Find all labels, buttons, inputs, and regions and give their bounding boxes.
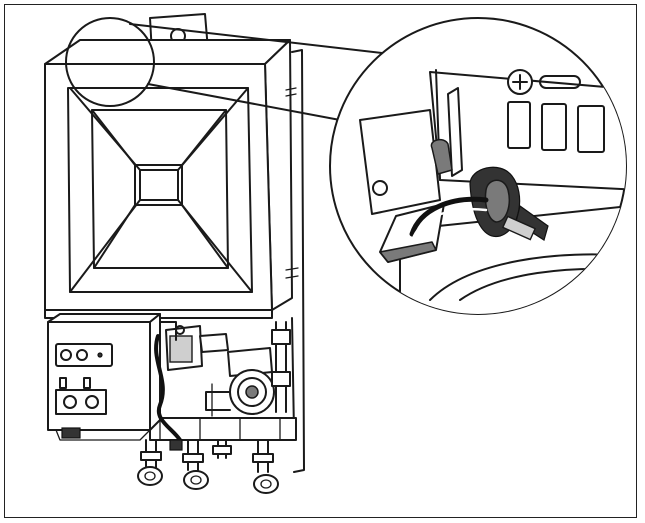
pump-icon: [205, 347, 275, 417]
pipe-connections-icon: [61, 427, 279, 494]
detail-callout-circle-icon: [329, 17, 627, 315]
sensor-cable-icon: [154, 334, 182, 442]
pipe-right-icon: [271, 321, 291, 413]
boiler-front-panel-icon: [67, 87, 253, 293]
lower-chassis-icon: [149, 317, 297, 441]
sensor-wires-icon: [409, 196, 489, 238]
callout-leader-lines: [129, 23, 409, 121]
magnify-source-circle: [65, 17, 155, 107]
control-box-icon: [47, 313, 161, 441]
gas-valve-icon: [159, 321, 229, 371]
